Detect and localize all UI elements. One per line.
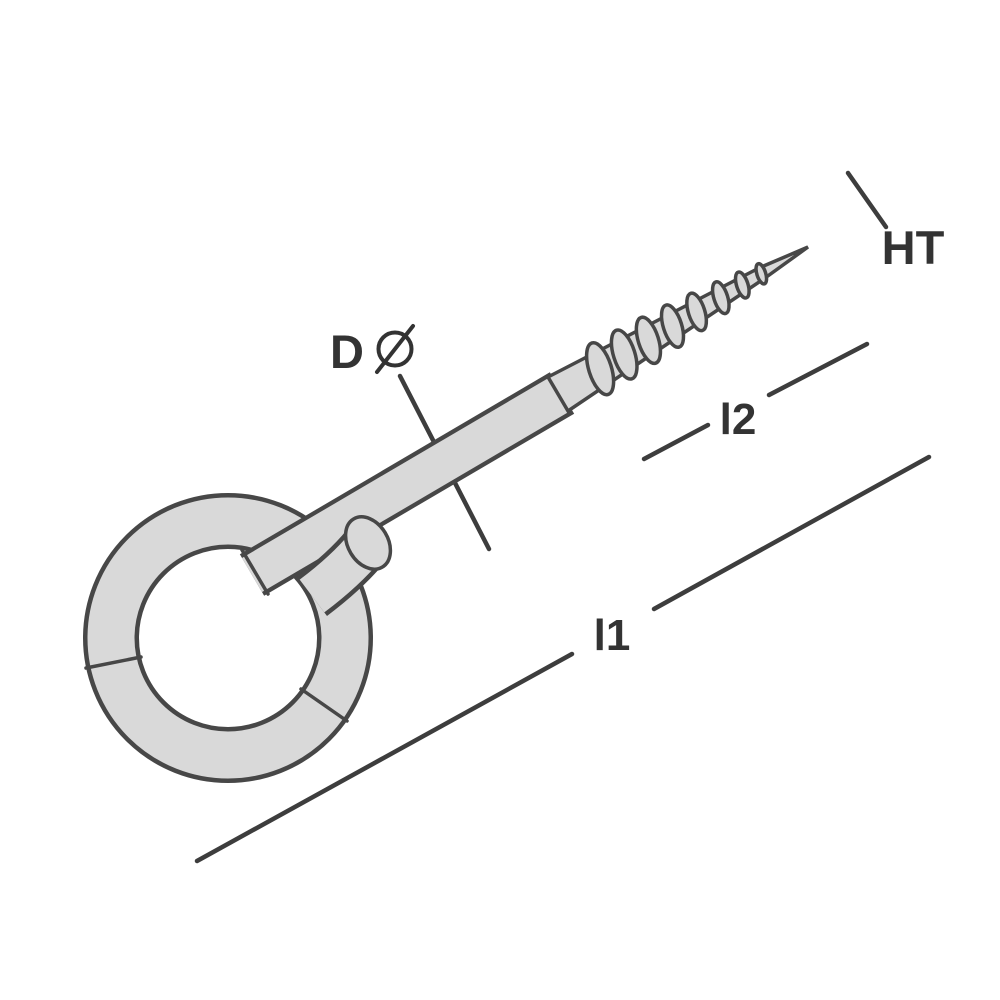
thread-ridge <box>634 315 663 366</box>
thread-ridge <box>710 280 731 316</box>
thread-ridge <box>733 270 751 300</box>
wire-end-curl <box>296 515 393 616</box>
ht-label: HT <box>882 221 945 274</box>
thread-ridge <box>685 291 709 333</box>
eye-ring <box>83 493 373 783</box>
wire-end-cap-face <box>343 515 393 571</box>
diameter-symbol-icon <box>375 324 415 374</box>
l2-line-right <box>766 341 870 398</box>
ht-leader-line <box>845 170 889 230</box>
d-label: D <box>330 325 364 378</box>
thread-ridge <box>584 340 616 397</box>
dimension-ht: HT <box>845 170 945 274</box>
dimension-l1: l1 <box>194 454 932 864</box>
shank-body <box>242 375 572 593</box>
ring-seam-left <box>84 655 143 670</box>
diameter-symbol-circle <box>376 330 414 368</box>
l2-line-left <box>641 422 711 462</box>
dimension-annotations: l1 l2 HT D <box>194 170 945 864</box>
l1-label: l1 <box>594 611 631 660</box>
dimension-d: D <box>330 324 415 378</box>
l2-label: l2 <box>720 395 757 444</box>
threaded-section <box>545 245 810 414</box>
l1-line-right <box>651 454 932 612</box>
eye-ring-body <box>87 497 369 779</box>
screw-hook-illustration <box>83 245 810 783</box>
shank <box>239 372 575 596</box>
thread-ridge <box>609 328 639 381</box>
ring-seam-bottom-right <box>299 687 349 723</box>
diameter-symbol-slash <box>375 324 415 374</box>
dimension-l2: l2 <box>641 341 870 462</box>
thread-ridge <box>659 303 686 350</box>
shank-ring-junction-seam <box>240 548 270 596</box>
l1-line-left <box>194 651 575 864</box>
thread-ridge <box>754 261 769 286</box>
